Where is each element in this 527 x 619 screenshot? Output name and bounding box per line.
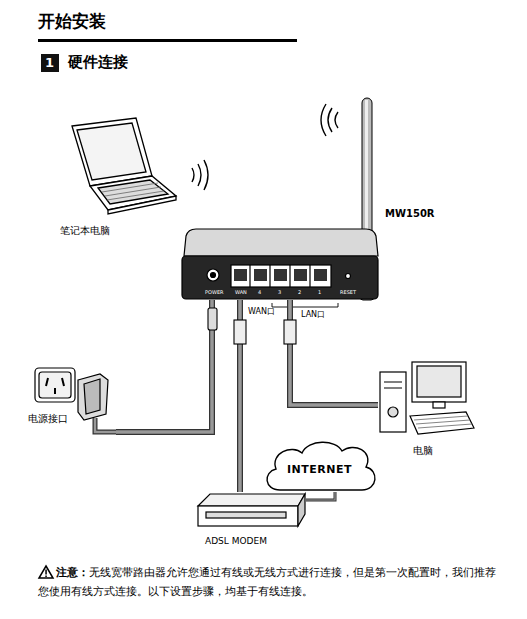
device-node: ADSL MODEM xyxy=(195,492,306,528)
cable-line xyxy=(290,300,378,405)
port-caption: LAN口 xyxy=(301,309,325,320)
cable xyxy=(306,492,335,500)
cable-line xyxy=(116,300,212,432)
adsl-modem xyxy=(198,494,305,526)
port-label: 3 xyxy=(278,289,281,295)
cable xyxy=(116,300,212,432)
laptop xyxy=(72,118,176,214)
port-label: POWER xyxy=(205,289,224,295)
cable xyxy=(290,300,378,405)
cable-line xyxy=(306,492,335,500)
page-title: 开始安装 xyxy=(38,10,106,33)
wireless-waves xyxy=(192,104,338,190)
port-label: WAN xyxy=(235,289,247,295)
device-label: 电源接口 xyxy=(28,412,68,426)
step-heading: 硬件连接 xyxy=(68,53,128,72)
port-caption: WAN口 xyxy=(248,306,275,317)
lan-bracket xyxy=(272,303,338,307)
internet-cloud: INTERNET xyxy=(262,438,378,492)
step-badge xyxy=(41,54,59,72)
device-label: 电脑 xyxy=(413,444,433,458)
note-block: 注意：无线宽带路由器允许您通过有线或无线方式进行连接，但是第一次配置时，我们推荐… xyxy=(38,563,500,601)
port-label: 2 xyxy=(298,289,301,295)
warning-icon xyxy=(39,566,53,578)
lan-plug xyxy=(284,320,296,344)
note-text: 无线宽带路由器允许您通过有线或无线方式进行连接，但是第一次配置时，我们推荐您使用… xyxy=(38,566,496,598)
step-number: 1 xyxy=(45,55,54,70)
cloud-label: INTERNET xyxy=(287,463,352,476)
device-node: 电脑 xyxy=(378,362,475,440)
device-label: ADSL MODEM xyxy=(205,536,267,546)
port-label: 1 xyxy=(318,289,321,295)
device-label: 笔记本电脑 xyxy=(60,224,110,238)
device-node: 笔记本电脑 xyxy=(55,118,175,222)
cable-line xyxy=(306,492,335,500)
device-node: 电源接口 xyxy=(28,360,116,440)
wan-plug xyxy=(234,320,246,344)
desktop-pc xyxy=(380,362,474,434)
title-rule xyxy=(38,39,297,42)
power-plug xyxy=(208,308,217,330)
cable-line xyxy=(116,300,212,432)
port-label: 4 xyxy=(258,289,261,295)
cable-line xyxy=(290,300,378,405)
note-heading: 注意： xyxy=(56,566,89,579)
port-label: RESET xyxy=(340,289,356,295)
device-label: MW150R xyxy=(385,208,435,219)
router-body xyxy=(182,229,378,299)
